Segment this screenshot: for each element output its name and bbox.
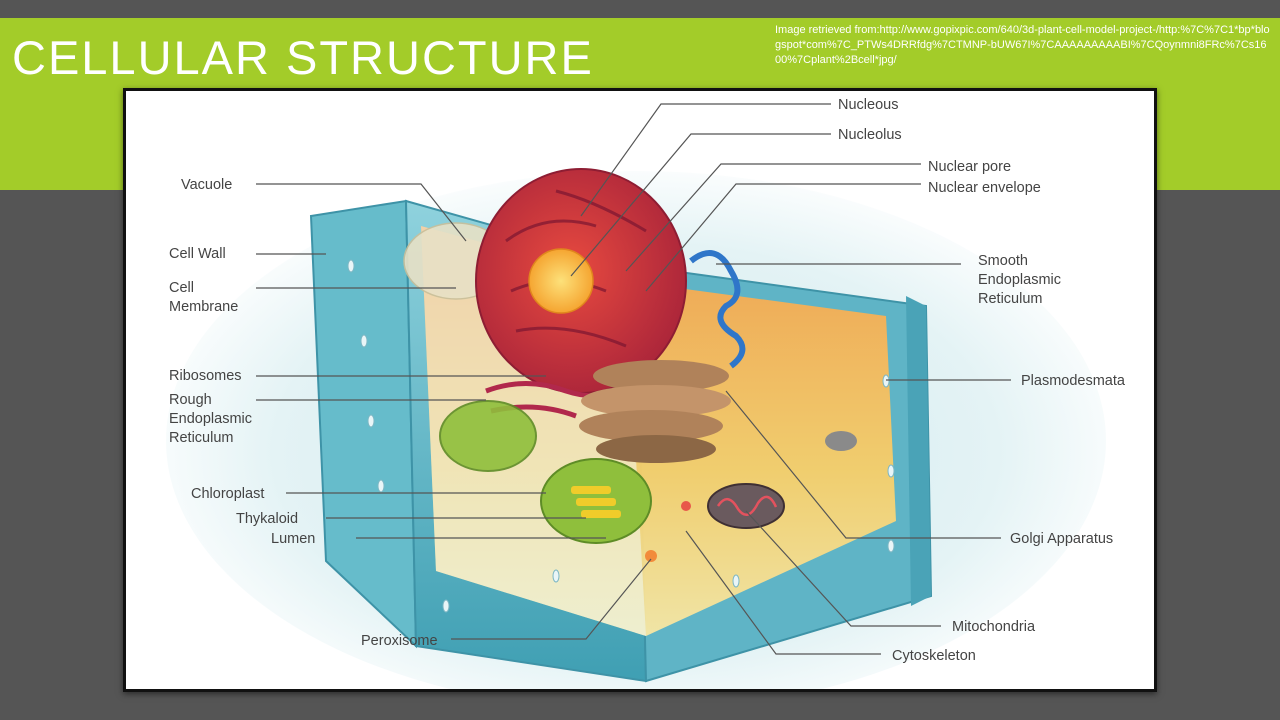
slide-title: CELLULAR STRUCTURE — [12, 31, 594, 84]
plasmodesmata-shape — [347, 259, 895, 613]
label-rough-er-line3: Reticulum — [169, 430, 233, 446]
leader-lines — [256, 103, 1011, 655]
label-cell-membrane-line1: Cell — [169, 280, 194, 296]
label-chloroplast: Chloroplast — [191, 486, 264, 502]
label-mitochondria: Mitochondria — [952, 619, 1036, 635]
label-rough-er-line1: Rough — [169, 392, 212, 408]
nucleolus-shape — [528, 248, 594, 314]
peroxisome-shape — [645, 550, 657, 562]
label-nuclear-envelope: Nuclear envelope — [928, 180, 1041, 196]
label-cytoskeleton: Cytoskeleton — [892, 648, 976, 664]
label-plasmodesmata: Plasmodesmata — [1021, 373, 1126, 389]
label-smooth-er-line2: Endoplasmic — [978, 272, 1061, 288]
label-smooth-er-line1: Smooth — [978, 253, 1028, 269]
image-source-credit: Image retrieved from:http://www.gopixpic… — [775, 24, 1270, 66]
mitochondria-shape — [707, 431, 857, 529]
plant-cell-figure: Nucleous Nucleolus Nuclear pore Nuclear … — [123, 88, 1157, 692]
smooth-er-shape — [689, 250, 746, 369]
label-cell-wall: Cell Wall — [169, 246, 226, 262]
label-vacuole: Vacuole — [181, 177, 232, 193]
label-cell-membrane-line2: Membrane — [169, 299, 238, 315]
label-rough-er-line2: Endoplasmic — [169, 411, 252, 427]
golgi-shape — [579, 360, 731, 463]
label-peroxisome: Peroxisome — [361, 633, 438, 649]
chloroplast-shape — [439, 400, 652, 544]
label-ribosomes: Ribosomes — [169, 368, 242, 384]
label-nucleolus: Nucleolus — [838, 127, 902, 143]
nucleus-shape — [475, 168, 687, 394]
label-lumen: Lumen — [271, 531, 315, 547]
plant-cell-diagram: Nucleous Nucleolus Nuclear pore Nuclear … — [126, 91, 1154, 689]
label-smooth-er-line3: Reticulum — [978, 291, 1042, 307]
label-nuclear-pore: Nuclear pore — [928, 159, 1011, 175]
label-thykaloid: Thykaloid — [236, 511, 298, 527]
label-nucleous: Nucleous — [838, 97, 898, 113]
label-golgi-apparatus: Golgi Apparatus — [1010, 531, 1113, 547]
peroxisome-dot — [681, 501, 691, 511]
